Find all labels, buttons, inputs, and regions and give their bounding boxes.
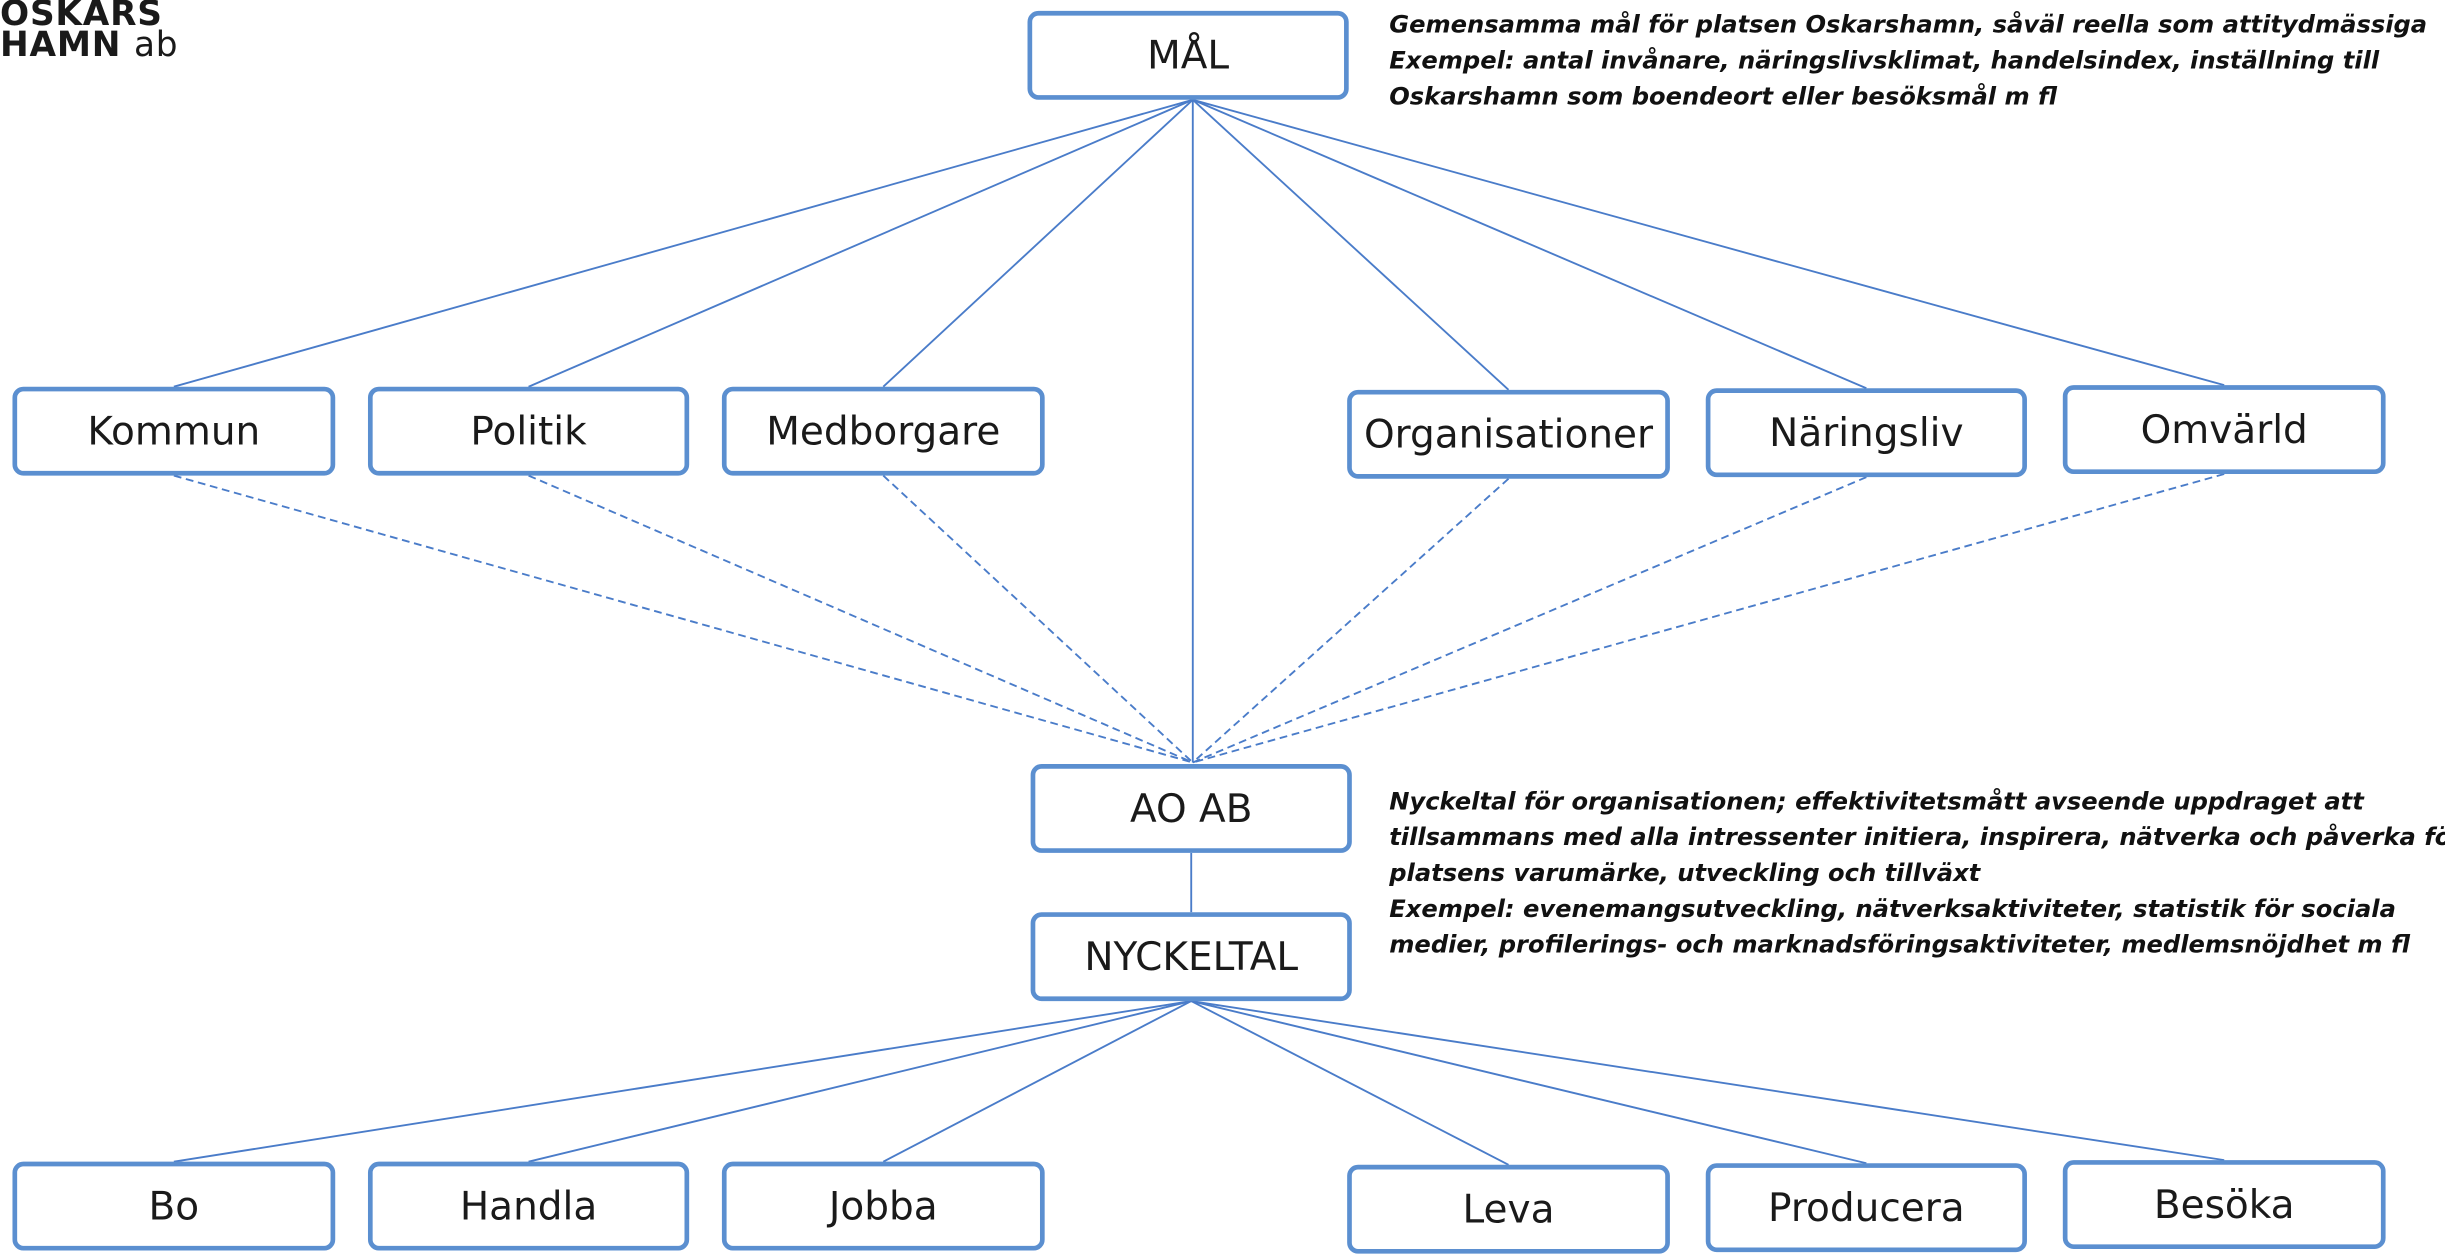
metrics-to-leaf-line <box>882 1000 1192 1163</box>
company-logo: OSKARS HAMN ab <box>0 0 178 63</box>
metrics-description-line: Nyckeltal för organisationen; effektivit… <box>1389 787 2364 816</box>
metrics-description-line: tillsammans med alla intressenter initie… <box>1389 823 2445 852</box>
metrics-description-line: Exempel: evenemangsutveckling, nätverksa… <box>1389 895 2396 924</box>
organisation-node: AO AB <box>1030 764 1352 853</box>
leaf-node-bo: Bo <box>12 1161 336 1251</box>
metrics-to-leaf-line <box>528 1000 1192 1163</box>
group-node-medborgare: Medborgare <box>721 386 1045 476</box>
leaf-node-producera: Producera <box>1705 1163 2027 1253</box>
goal-to-group-line <box>882 99 1194 388</box>
logo-line-2: HAMN ab <box>0 29 178 63</box>
leaf-node-jobba: Jobba <box>721 1161 1045 1251</box>
logo-line-1: OSKARS <box>0 0 163 35</box>
group-node-naringsliv: Näringsliv <box>1705 388 2027 478</box>
leaf-node-leva: Leva <box>1347 1164 1670 1254</box>
leaf-node-handla: Handla <box>367 1161 690 1251</box>
goal-description-line: Gemensamma mål för platsen Oskarshamn, s… <box>1389 10 2428 39</box>
goal-to-group-line <box>528 98 1194 388</box>
goal-description: Gemensamma mål för platsen Oskarshamn, s… <box>1389 8 2427 116</box>
goal-description-line: Exempel: antal invånare, näringslivsklim… <box>1389 46 2380 75</box>
leaf-node-besoka: Besöka <box>2062 1160 2386 1249</box>
goal-to-group-line <box>1192 98 2225 387</box>
group-node-organisationer: Organisationer <box>1347 389 1670 479</box>
group-to-organisation-dashed-line <box>882 474 1194 764</box>
goal-description-line: Oskarshamn som boendeort eller besöksmål… <box>1389 82 2058 111</box>
group-node-omvarld: Omvärld <box>2062 385 2386 475</box>
metrics-to-leaf-line <box>1191 1000 1867 1165</box>
group-to-organisation-dashed-line <box>173 474 1194 764</box>
metrics-to-leaf-line <box>1190 1000 1509 1166</box>
metrics-description: Nyckeltal för organisationen; effektivit… <box>1389 784 2445 963</box>
group-node-kommun: Kommun <box>12 386 336 476</box>
goal-node: MÅL <box>1027 10 1349 100</box>
group-to-organisation-dashed-line <box>528 474 1194 764</box>
group-to-organisation-dashed-line <box>1192 478 1510 764</box>
goal-to-group-line <box>1192 98 1867 390</box>
metrics-node: NYCKELTAL <box>1030 912 1352 1002</box>
metrics-description-line: platsens varumärke, utveckling och tillv… <box>1389 859 1981 888</box>
logo-line-2-word: HAMN <box>0 26 122 66</box>
logo-suffix: ab <box>133 26 179 66</box>
metrics-to-leaf-line <box>173 1000 1192 1163</box>
group-node-politik: Politik <box>367 386 690 476</box>
goal-to-group-line <box>1192 99 1510 391</box>
group-to-organisation-dashed-line <box>1192 473 2225 764</box>
group-to-organisation-dashed-line <box>1192 476 1867 764</box>
metrics-to-leaf-line <box>1191 1000 2225 1162</box>
metrics-description-line: medier, profilerings- och marknadsföring… <box>1389 930 2411 959</box>
goal-to-group-line <box>173 98 1194 388</box>
